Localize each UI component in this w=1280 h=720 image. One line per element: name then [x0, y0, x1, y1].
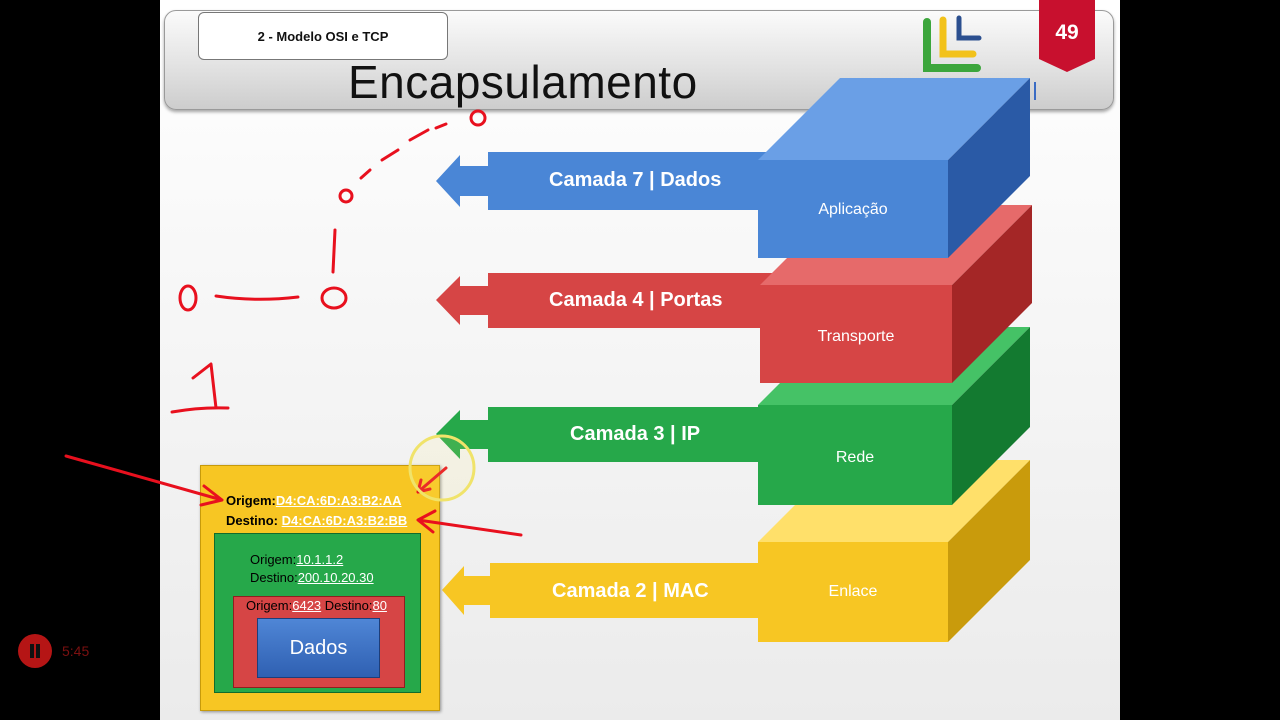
- section-tab: 2 - Modelo OSI e TCP: [198, 12, 448, 60]
- slide-number-badge: 49: [1039, 0, 1095, 72]
- layer2-arrow: [442, 563, 778, 618]
- segment-ports: Origem:6423 Destino:80: [246, 598, 387, 613]
- packet-destino-value: 200.10.20.30: [297, 570, 374, 585]
- frame-origem-value: D4:CA:6D:A3:B2:AA: [275, 493, 402, 508]
- video-player-controls: 5:45: [18, 634, 89, 668]
- slide-header: 2 - Modelo OSI e TCP Encapsulamento: [164, 10, 1114, 110]
- layer4-arrow: [436, 273, 778, 328]
- slide: 2 - Modelo OSI e TCP Encapsulamento 49 C…: [160, 0, 1120, 720]
- playback-time: 5:45: [62, 643, 90, 659]
- layer7-arrow-label: Camada 7 | Dados: [549, 169, 722, 191]
- data-box: Dados: [257, 618, 380, 678]
- aplicacao-block-label: Aplicação: [818, 201, 888, 218]
- frame-destino-key: Destino:: [226, 513, 278, 528]
- frame-destino: Destino: D4:CA:6D:A3:B2:BB: [226, 513, 407, 528]
- layer7-arrow: [436, 152, 778, 210]
- segment-origem-key: Origem:: [246, 598, 293, 613]
- pause-icon[interactable]: [18, 634, 52, 668]
- aplicacao-block: [758, 78, 1030, 258]
- layer4-arrow-label: Camada 4 | Portas: [549, 289, 723, 311]
- packet-origem-key: Origem:: [250, 552, 297, 567]
- packet-destino: Destino:200.10.20.30: [250, 570, 374, 585]
- packet-destino-key: Destino:: [250, 570, 298, 585]
- frame-origem: Origem:D4:CA:6D:A3:B2:AA: [226, 493, 402, 508]
- enlace-block-label: Enlace: [828, 583, 878, 600]
- packet-origem-value: 10.1.1.2: [296, 552, 344, 567]
- rede-block-label: Rede: [835, 449, 875, 466]
- transporte-block-label: Transporte: [817, 328, 895, 345]
- brand-logo-icon: [923, 15, 982, 72]
- segment-origem-value: 6423: [292, 598, 322, 613]
- frame-origem-key: Origem:: [226, 493, 276, 508]
- slide-title: Encapsulamento: [348, 56, 698, 108]
- frame-destino-value: D4:CA:6D:A3:B2:BB: [281, 513, 408, 528]
- segment-destino-key: Destino:: [324, 598, 373, 613]
- layer2-arrow-label: Camada 2 | MAC: [552, 580, 709, 602]
- segment-destino-value: 80: [372, 598, 387, 613]
- layer3-arrow-label: Camada 3 | IP: [570, 423, 701, 445]
- packet-origem: Origem:10.1.1.2: [250, 552, 343, 567]
